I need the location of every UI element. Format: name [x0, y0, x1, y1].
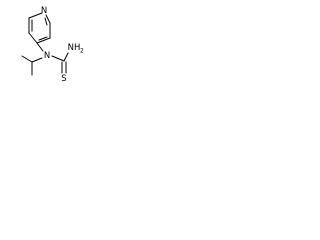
ring-double-bond-inner-2: [38, 36, 48, 41]
molecule-structure: N N NH 2 S: [21, 6, 84, 84]
ring-bond-n-c2: [28, 12, 43, 19]
structure-canvas: N N NH 2 S: [0, 0, 92, 98]
amino-group-label: NH: [68, 43, 81, 53]
ring-bond-c3-c4: [28, 32, 38, 44]
amino-subscript-label: 2: [80, 48, 84, 55]
bond-amine-n-to-thio-carbon: [51, 55, 65, 62]
ring-double-bond-inner-3: [44, 17, 48, 26]
bond-amine-n-to-isopropyl-ch: [31, 57, 43, 63]
pyridine-ring: [28, 12, 51, 44]
bond-ring-to-amine-n: [36, 42, 44, 52]
sulfur-label: S: [61, 74, 66, 84]
ring-nitrogen-label: N: [41, 6, 47, 16]
amine-nitrogen-label: N: [44, 51, 50, 61]
ring-bond-c6-n: [45, 14, 51, 24]
ring-bond-c4-c5: [36, 37, 51, 44]
substituent-bonds: [21, 42, 69, 76]
bond-isopropyl-ch-to-methyl-1: [21, 55, 33, 63]
bond-thio-carbon-to-nh2: [63, 52, 69, 62]
